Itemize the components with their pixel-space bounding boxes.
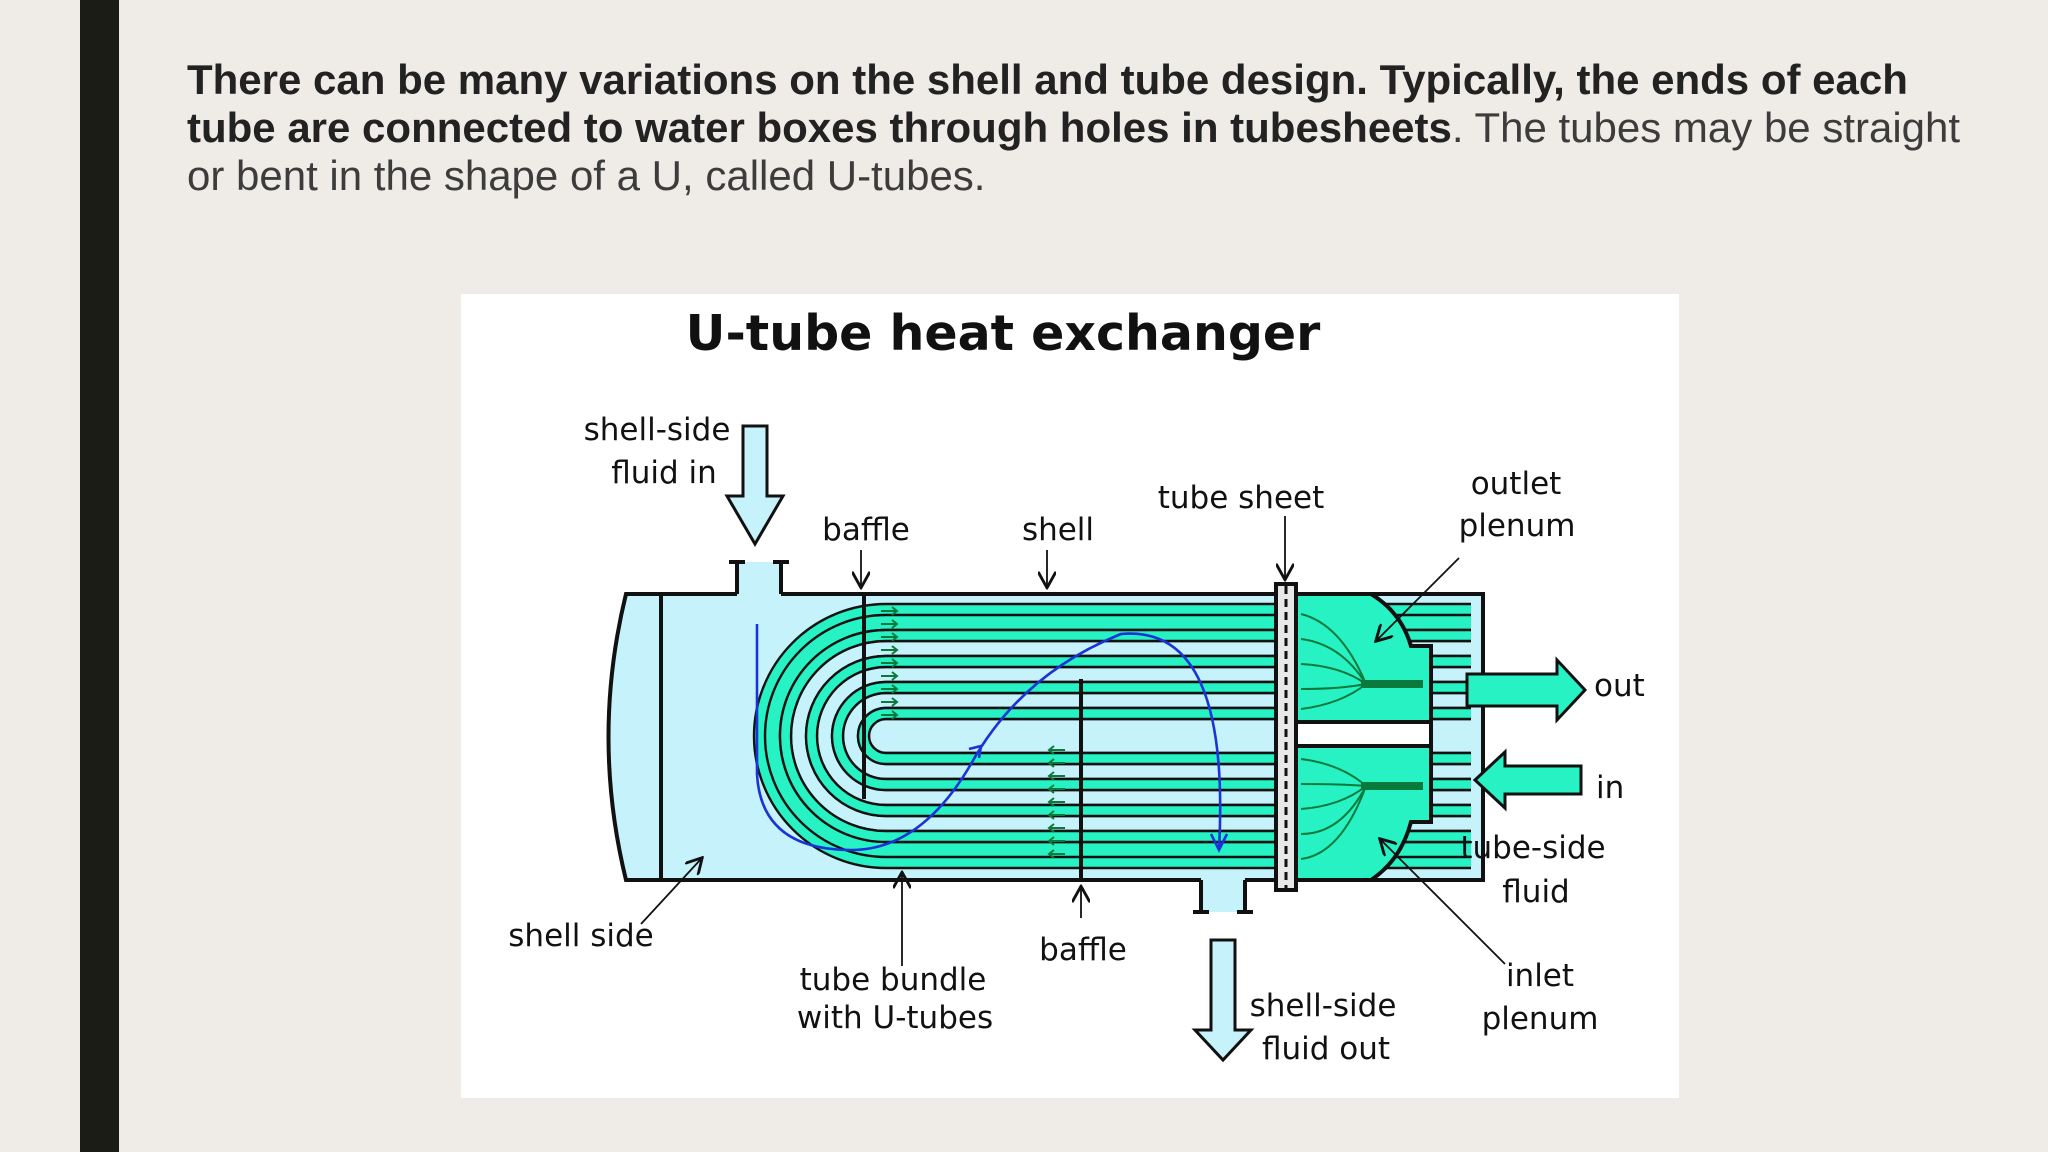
label-pointers — [640, 516, 1506, 966]
label-inlet-plenum-2: plenum — [1482, 1001, 1599, 1037]
tube-flow-arrows-upper — [881, 606, 899, 720]
shell-out-arrow — [1191, 938, 1255, 1063]
label-baffle-top: baffle — [822, 512, 910, 548]
u-tube-diagram: U-tube heat exchanger — [461, 294, 1679, 1098]
diagram-title: U-tube heat exchanger — [686, 305, 1321, 362]
label-tube-bundle-1: tube bundle — [800, 962, 987, 998]
label-tube-sheet: tube sheet — [1158, 480, 1325, 516]
tube-sheet — [1274, 582, 1298, 892]
plenum-divider — [1294, 720, 1433, 748]
label-outlet-plenum-1: outlet — [1471, 466, 1562, 502]
accent-bar — [80, 0, 119, 1152]
label-outlet-plenum-2: plenum — [1459, 508, 1576, 544]
shell-flow-mid-arrowhead — [968, 744, 983, 759]
label-baffle-bottom: baffle — [1039, 932, 1127, 968]
shell-outlet-nozzle — [1193, 878, 1253, 914]
shell-flow-arrowhead — [1209, 833, 1229, 853]
diagram-svg: U-tube heat exchanger — [508, 305, 1645, 1067]
label-tube-side-fluid-2: fluid — [1502, 874, 1569, 910]
tube-in-arrow — [1472, 748, 1583, 812]
label-shell-side-fluid-in-2: fluid in — [611, 455, 717, 491]
label-shell-side-fluid-out-1: shell-side — [1250, 988, 1397, 1024]
label-in: in — [1596, 770, 1624, 806]
label-tube-side-fluid-1: tube-side — [1460, 830, 1605, 866]
paragraph-regular-text: . The tubes may be straight or bent in t… — [187, 104, 1961, 199]
slide-paragraph: There can be many variations on the shel… — [187, 56, 1967, 200]
label-shell-side-fluid-out-2: fluid out — [1262, 1031, 1390, 1067]
diagram-labels: shell-side fluid in baffle shell tube sh… — [508, 412, 1645, 1067]
paragraph-bold-text: There can be many variations on the shel… — [187, 56, 1908, 151]
label-shell: shell — [1022, 512, 1094, 548]
label-tube-bundle-2: with U-tubes — [797, 1000, 993, 1036]
label-shell-side: shell side — [508, 918, 653, 954]
outlet-plenum — [1294, 592, 1433, 724]
shell-flow-path — [755, 624, 1222, 852]
label-shell-side-fluid-in-1: shell-side — [584, 412, 731, 448]
label-inlet-plenum-1: inlet — [1506, 958, 1574, 994]
tube-flow-arrows-lower — [1047, 745, 1065, 859]
label-out: out — [1594, 668, 1645, 704]
shell-inlet-nozzle — [729, 560, 789, 596]
tube-out-arrow — [1465, 656, 1588, 724]
shell-in-arrow — [724, 424, 786, 547]
